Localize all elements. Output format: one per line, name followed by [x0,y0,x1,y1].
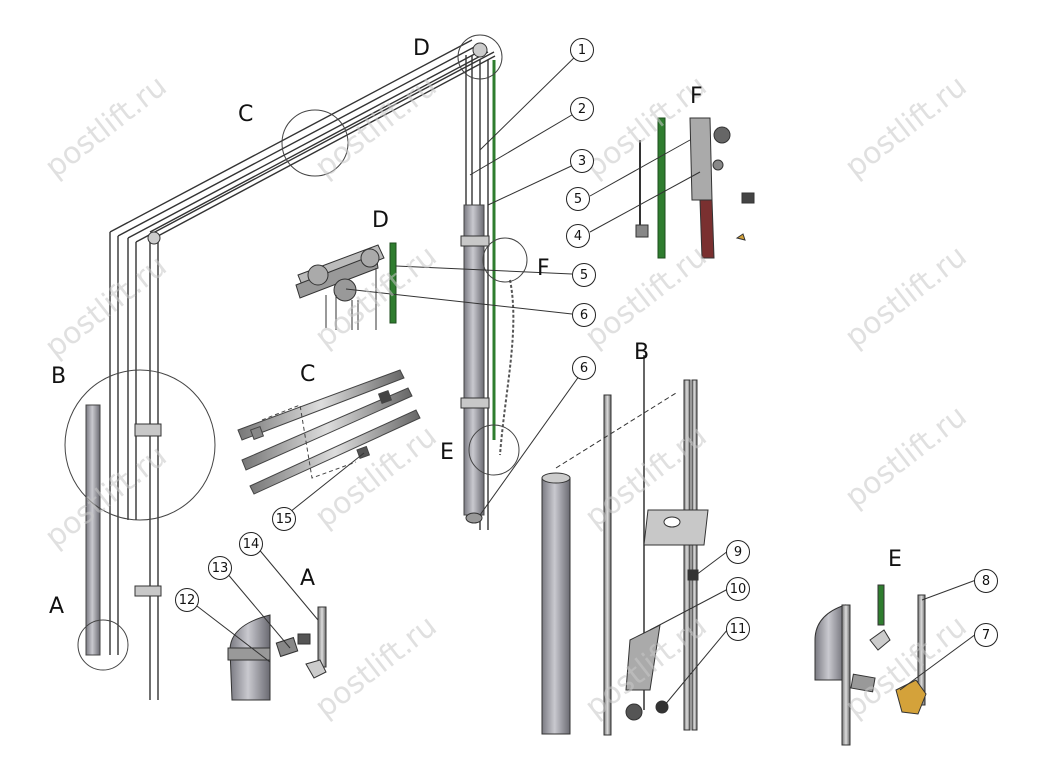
leader-lines [192,49,977,707]
view-label-e: E [440,440,454,465]
view-label-b: B [51,364,67,389]
callout-14: 14 [239,532,263,556]
frame-pulley-left [147,231,161,245]
view-label-a: A [300,566,316,591]
view-label-a: A [49,594,65,619]
view-label-b: B [634,340,650,365]
callout-1: 1 [570,38,594,62]
callout-9: 9 [726,540,750,564]
frame-pulley-right [472,42,488,58]
view-label-c: C [238,102,254,127]
callout-3: 3 [570,149,594,173]
callout-15: 15 [272,507,296,531]
view-label-e: E [888,547,902,572]
detail-e [814,584,927,746]
detail-b [541,355,709,736]
brackets [134,235,490,597]
detail-d-pulleys [295,242,397,330]
callout-7: 7 [974,623,998,647]
detail-c-rods [237,369,421,495]
view-label-c: C [300,362,316,387]
view-label-f: F [537,256,550,281]
view-label-d: D [413,36,430,61]
callout-12: 12 [175,588,199,612]
right-chain [499,279,515,456]
callout-6: 6 [572,356,596,380]
callout-6: 6 [572,303,596,327]
callout-11: 11 [726,617,750,641]
callout-10: 10 [726,577,750,601]
detail-circles [64,34,528,671]
view-label-f: F [690,84,703,109]
right-cylinder [463,204,485,516]
view-label-d: D [372,208,389,233]
left-cylinder [85,404,101,656]
detail-a [227,606,327,701]
callout-13: 13 [208,556,232,580]
callout-4: 4 [566,224,590,248]
callout-5: 5 [572,263,596,287]
callout-2: 2 [570,97,594,121]
detail-f [635,117,755,259]
callout-8: 8 [974,569,998,593]
callout-5: 5 [566,187,590,211]
